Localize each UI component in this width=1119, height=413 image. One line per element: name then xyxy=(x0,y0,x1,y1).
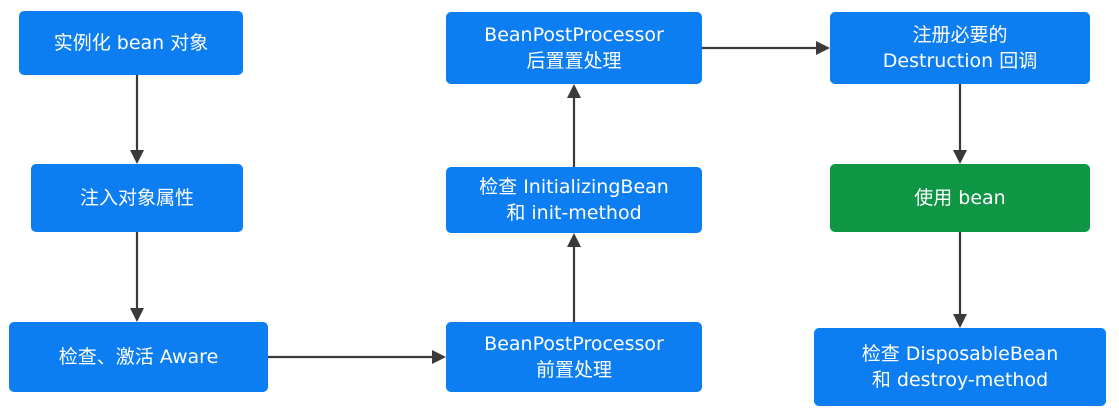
node-postprocessor-before-line2: 前置处理 xyxy=(535,359,612,381)
node-inject-properties-label: 注入对象属性 xyxy=(79,187,194,209)
node-disposable-bean-line1: 检查 DisposableBean xyxy=(861,343,1059,365)
node-initializing-bean-line1: 检查 InitializingBean xyxy=(479,176,669,198)
node-check-aware: 检查、激活 Aware xyxy=(9,322,268,392)
node-postprocessor-after-line1: BeanPostProcessor xyxy=(484,24,664,46)
node-postprocessor-before: BeanPostProcessor 前置处理 xyxy=(446,322,702,392)
node-disposable-bean: 检查 DisposableBean 和 destroy-method xyxy=(814,328,1106,406)
arrow-instantiate-to-inject xyxy=(130,75,144,164)
node-inject-properties: 注入对象属性 xyxy=(31,164,243,232)
node-use-bean-label: 使用 bean xyxy=(914,187,1006,209)
node-register-destruction: 注册必要的 Destruction 回调 xyxy=(830,12,1090,84)
arrow-init-to-post xyxy=(567,84,581,167)
node-use-bean: 使用 bean xyxy=(830,164,1090,232)
arrow-pre-to-init xyxy=(567,233,581,322)
node-instantiate-bean-label: 实例化 bean 对象 xyxy=(53,32,209,54)
node-postprocessor-after-line2: 后置置处理 xyxy=(526,50,622,72)
arrow-destruction-to-use xyxy=(953,84,967,164)
arrow-aware-to-pre xyxy=(268,350,446,364)
node-disposable-bean-line2: 和 destroy-method xyxy=(871,369,1049,391)
node-check-aware-label: 检查、激活 Aware xyxy=(58,346,219,368)
node-register-destruction-line2: Destruction 回调 xyxy=(882,50,1038,72)
node-initializing-bean: 检查 InitializingBean 和 init-method xyxy=(446,167,702,233)
arrow-inject-to-aware xyxy=(130,232,144,322)
node-initializing-bean-line2: 和 init-method xyxy=(506,202,642,224)
arrow-post-to-destruction xyxy=(702,41,830,55)
node-postprocessor-after: BeanPostProcessor 后置置处理 xyxy=(446,12,702,84)
arrow-use-to-destroy xyxy=(953,232,967,328)
node-register-destruction-line1: 注册必要的 xyxy=(912,24,1008,46)
node-instantiate-bean: 实例化 bean 对象 xyxy=(19,11,243,75)
node-postprocessor-before-line1: BeanPostProcessor xyxy=(484,333,664,355)
